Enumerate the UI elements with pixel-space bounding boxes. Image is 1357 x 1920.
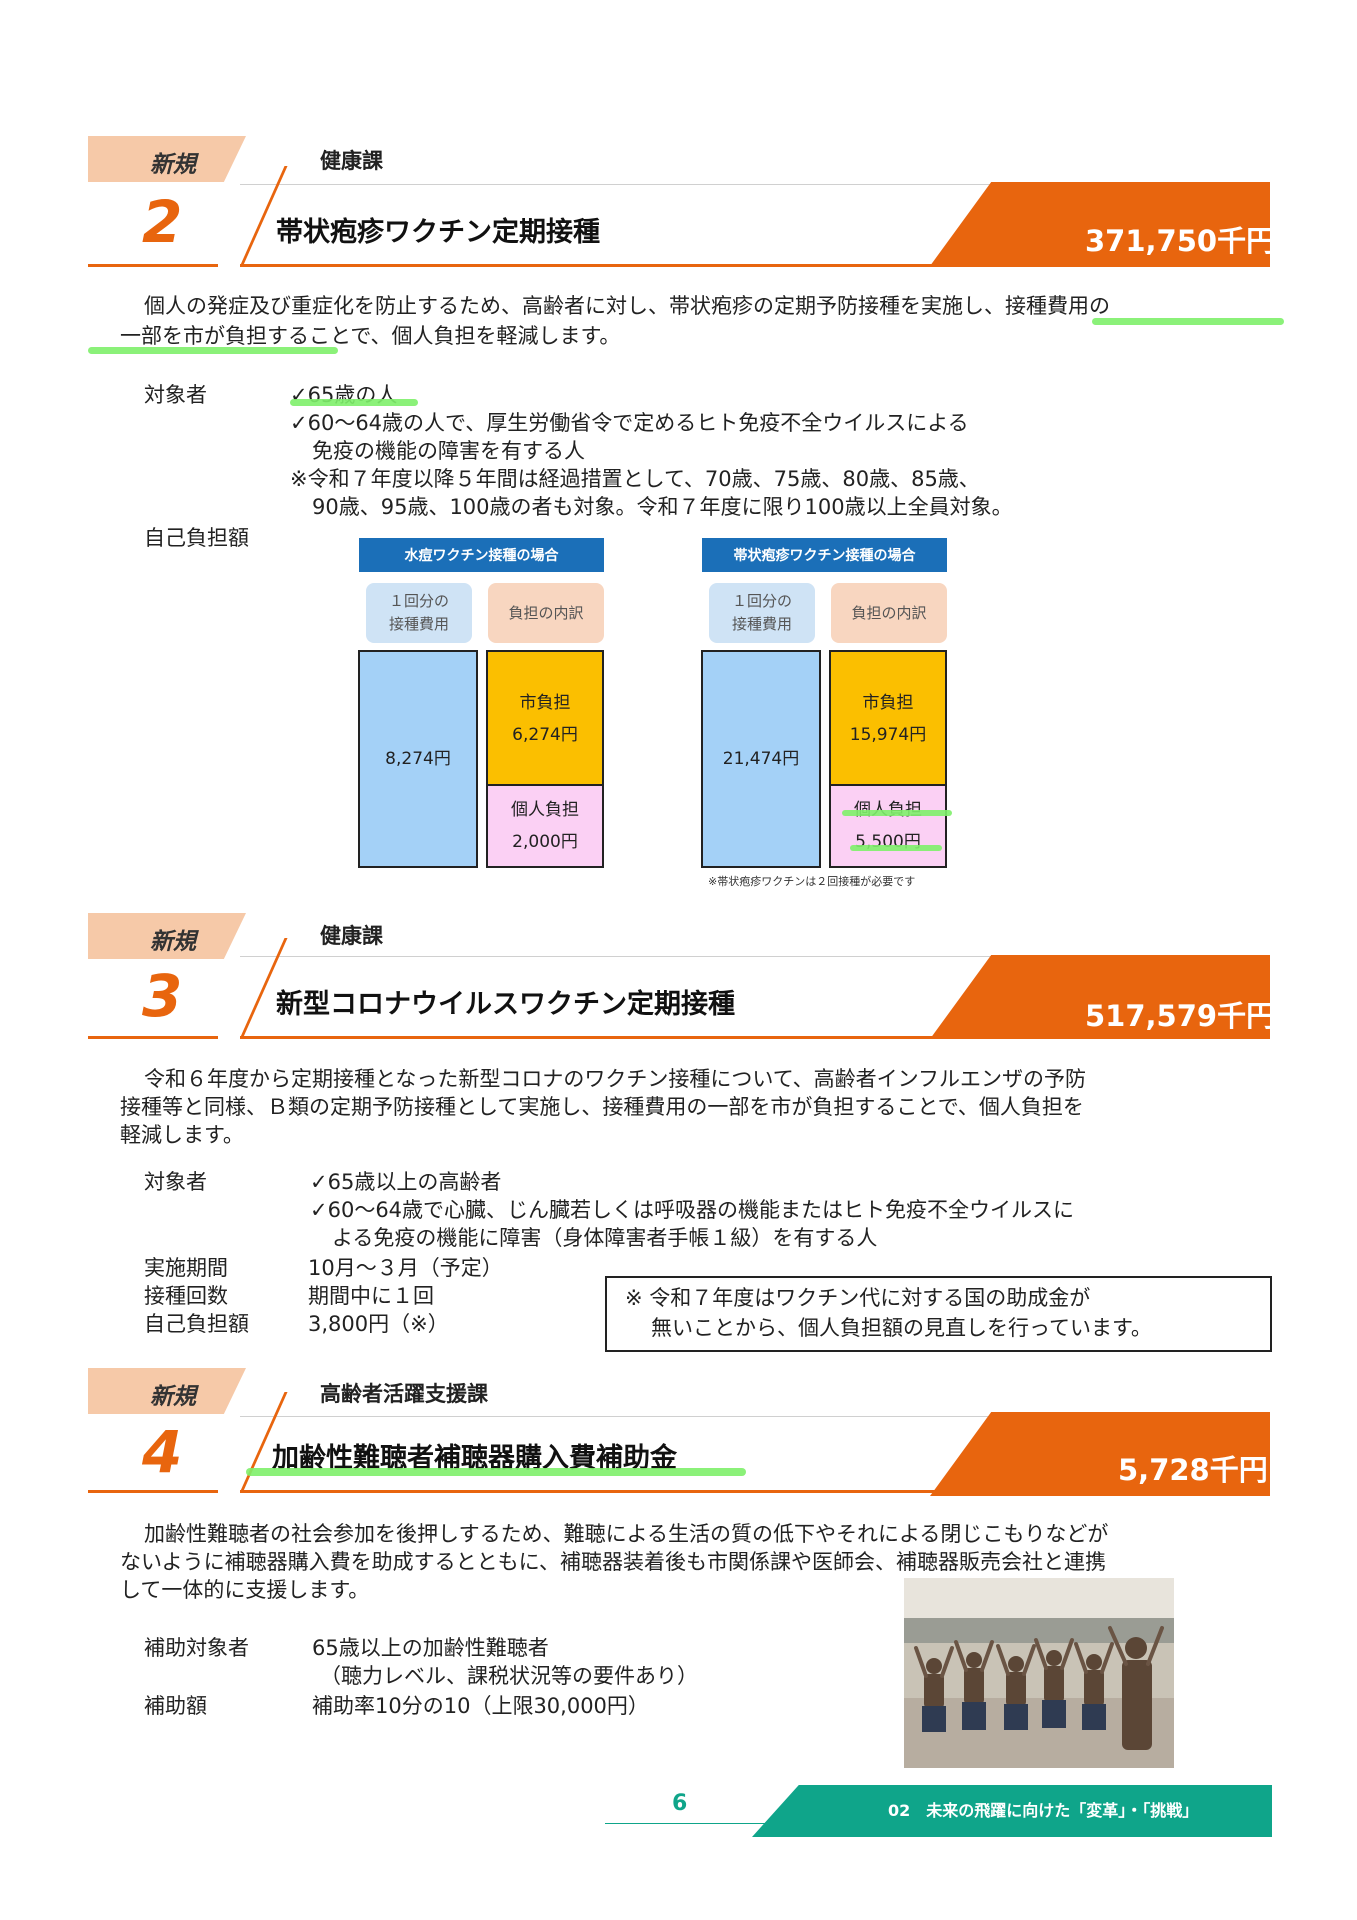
chart-note: ※帯状疱疹ワクチンは２回接種が必要です	[708, 875, 916, 888]
chart-column-label: 負担の内訳	[488, 583, 604, 643]
row-label: 実施期間	[144, 1256, 228, 1280]
underline-left	[88, 1490, 218, 1493]
target-item: ✓60～64歳で心臓、じん臓若しくは呼吸器の機能またはヒト免疫不全ウイルスに	[310, 1198, 1075, 1222]
row-value: 3,800円（※）	[308, 1312, 449, 1336]
target-item: ※令和７年度以降５年間は経過措置として、70歳、75歳、80歳、85歳、	[290, 467, 980, 491]
chart-column-label: １回分の接種費用	[709, 583, 815, 643]
section-number: 4	[142, 1418, 183, 1486]
row-label: 自己負担額	[144, 1312, 249, 1336]
target-item: よる免疫の機能に障害（身体障害者手帳１級）を有する人	[332, 1226, 878, 1250]
notice-box: ※ 令和７年度はワクチン代に対する国の助成金が 無いことから、個人負担額の見直し…	[605, 1276, 1272, 1352]
description-line: して一体的に支援します。	[120, 1578, 370, 1602]
chart-column-label: 負担の内訳	[831, 583, 947, 643]
description-line: 加齢性難聴者の社会参加を後押しするため、難聴による生活の質の低下やそれによる閉じ…	[144, 1522, 1109, 1546]
underline-right	[240, 1036, 1270, 1039]
department-label: 高齢者活躍支援課	[320, 1382, 488, 1406]
chart-heading: 水痘ワクチン接種の場合	[359, 538, 604, 572]
exercise-class-photo	[904, 1578, 1174, 1768]
description-line: 一部を市が負担することで、個人負担を軽減します。	[120, 324, 621, 348]
chapter-title: 02 未来の飛躍に向けた「変革」・「挑戦」	[888, 1801, 1199, 1820]
row-value: 補助率10分の10（上限30,000円）	[312, 1694, 649, 1718]
department-label: 健康課	[320, 149, 383, 173]
row-label: 補助対象者	[144, 1636, 249, 1660]
cost-label: 自己負担額	[144, 526, 249, 550]
target-item: 90歳、95歳、100歳の者も対象。令和７年度に限り100歳以上全員対象。	[312, 495, 1013, 519]
underline-left	[88, 264, 218, 267]
row-label: 補助額	[144, 1694, 207, 1718]
target-label: 対象者	[144, 383, 207, 407]
chart-heading: 帯状疱疹ワクチン接種の場合	[702, 538, 947, 572]
section-number: 2	[142, 188, 183, 256]
amount-banner	[930, 182, 1270, 266]
divider	[240, 956, 1270, 957]
budget-amount: 371,750千円	[1085, 224, 1276, 258]
row-label: 接種回数	[144, 1284, 228, 1308]
budget-amount: 5,728千円	[1118, 1453, 1268, 1487]
row-value: 10月～３月（予定）	[308, 1256, 503, 1280]
description-line: 接種等と同様、Ｂ類の定期予防接種として実施し、接種費用の一部を市が負担することで…	[120, 1095, 1084, 1119]
underline-right	[240, 264, 1270, 267]
highlight-mark	[290, 399, 418, 406]
highlight-mark	[842, 810, 952, 816]
row-value: （聴力レベル、課税状況等の要件あり）	[320, 1664, 698, 1688]
underline-right	[240, 1490, 1270, 1493]
chart-bar-total: 21,474円	[701, 650, 821, 868]
target-item: ✓65歳以上の高齢者	[310, 1170, 502, 1194]
description-line: 個人の発症及び重症化を防止するため、高齢者に対し、帯状疱疹の定期予防接種を実施し…	[144, 294, 1110, 318]
chapter-banner	[752, 1785, 1272, 1837]
highlight-mark	[88, 347, 338, 354]
description-line: ないように補聴器購入費を助成するとともに、補聴器装着後も市関係課や医師会、補聴器…	[120, 1550, 1106, 1574]
divider	[240, 184, 1270, 185]
notice-line: 無いことから、個人負担額の見直しを行っています。	[651, 1316, 1152, 1340]
amount-banner	[930, 1412, 1270, 1496]
underline-left	[88, 1036, 218, 1039]
amount-banner	[930, 955, 1270, 1039]
section-title: 帯状疱疹ワクチン定期接種	[276, 217, 600, 248]
divider	[240, 1416, 1270, 1417]
target-item: 免疫の機能の障害を有する人	[312, 439, 585, 463]
description-line: 軽減します。	[120, 1123, 244, 1147]
new-tag: 新規	[88, 913, 246, 959]
highlight-mark	[850, 845, 942, 851]
page-number: 6	[672, 1791, 688, 1816]
footer-line	[605, 1823, 805, 1824]
chart-bar-total: 8,274円	[358, 650, 478, 868]
highlight-mark	[246, 1468, 746, 1476]
notice-line: ※ 令和７年度はワクチン代に対する国の助成金が	[625, 1286, 1091, 1310]
department-label: 健康課	[320, 924, 383, 948]
row-value: 期間中に１回	[308, 1284, 434, 1308]
new-tag: 新規	[88, 1368, 246, 1414]
chart-column-label: １回分の接種費用	[366, 583, 472, 643]
budget-amount: 517,579千円	[1085, 999, 1276, 1033]
target-item: ✓60～64歳の人で、厚生労働省令で定めるヒト免疫不全ウイルスによる	[290, 411, 969, 435]
section-title: 新型コロナウイルスワクチン定期接種	[276, 989, 735, 1020]
row-value: 65歳以上の加齢性難聴者	[312, 1636, 549, 1660]
description-line: 令和６年度から定期接種となった新型コロナのワクチン接種について、高齢者インフルエ…	[144, 1067, 1087, 1091]
section-number: 3	[142, 962, 183, 1030]
target-label: 対象者	[144, 1170, 207, 1194]
highlight-mark	[1092, 318, 1284, 325]
new-tag: 新規	[88, 136, 246, 182]
chart-bar-personal: 個人負担5,500円	[829, 784, 947, 868]
